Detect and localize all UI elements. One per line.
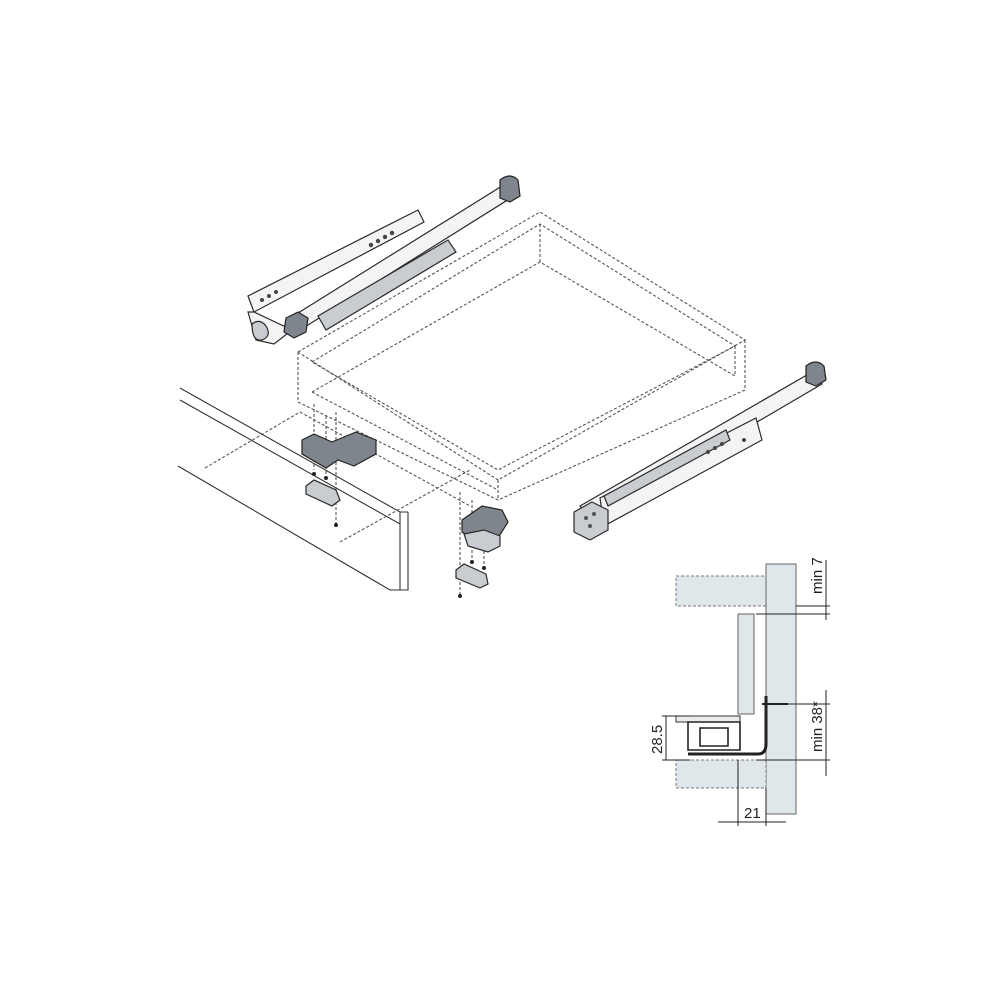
dim-21: 21 xyxy=(744,805,761,822)
drawer-box xyxy=(297,211,747,501)
runner-left xyxy=(247,175,521,345)
locking-device-right xyxy=(455,492,509,598)
dim-min-7: min 7 xyxy=(809,557,826,594)
runner-right xyxy=(573,361,827,541)
dim-min-38: min 38* xyxy=(809,701,826,752)
cross-section-detail: min 7 min 38* 28.5 21 xyxy=(649,557,830,826)
drawer-front-panel xyxy=(177,387,471,591)
locking-device-left xyxy=(301,404,377,527)
dim-28-5: 28.5 xyxy=(649,725,666,754)
